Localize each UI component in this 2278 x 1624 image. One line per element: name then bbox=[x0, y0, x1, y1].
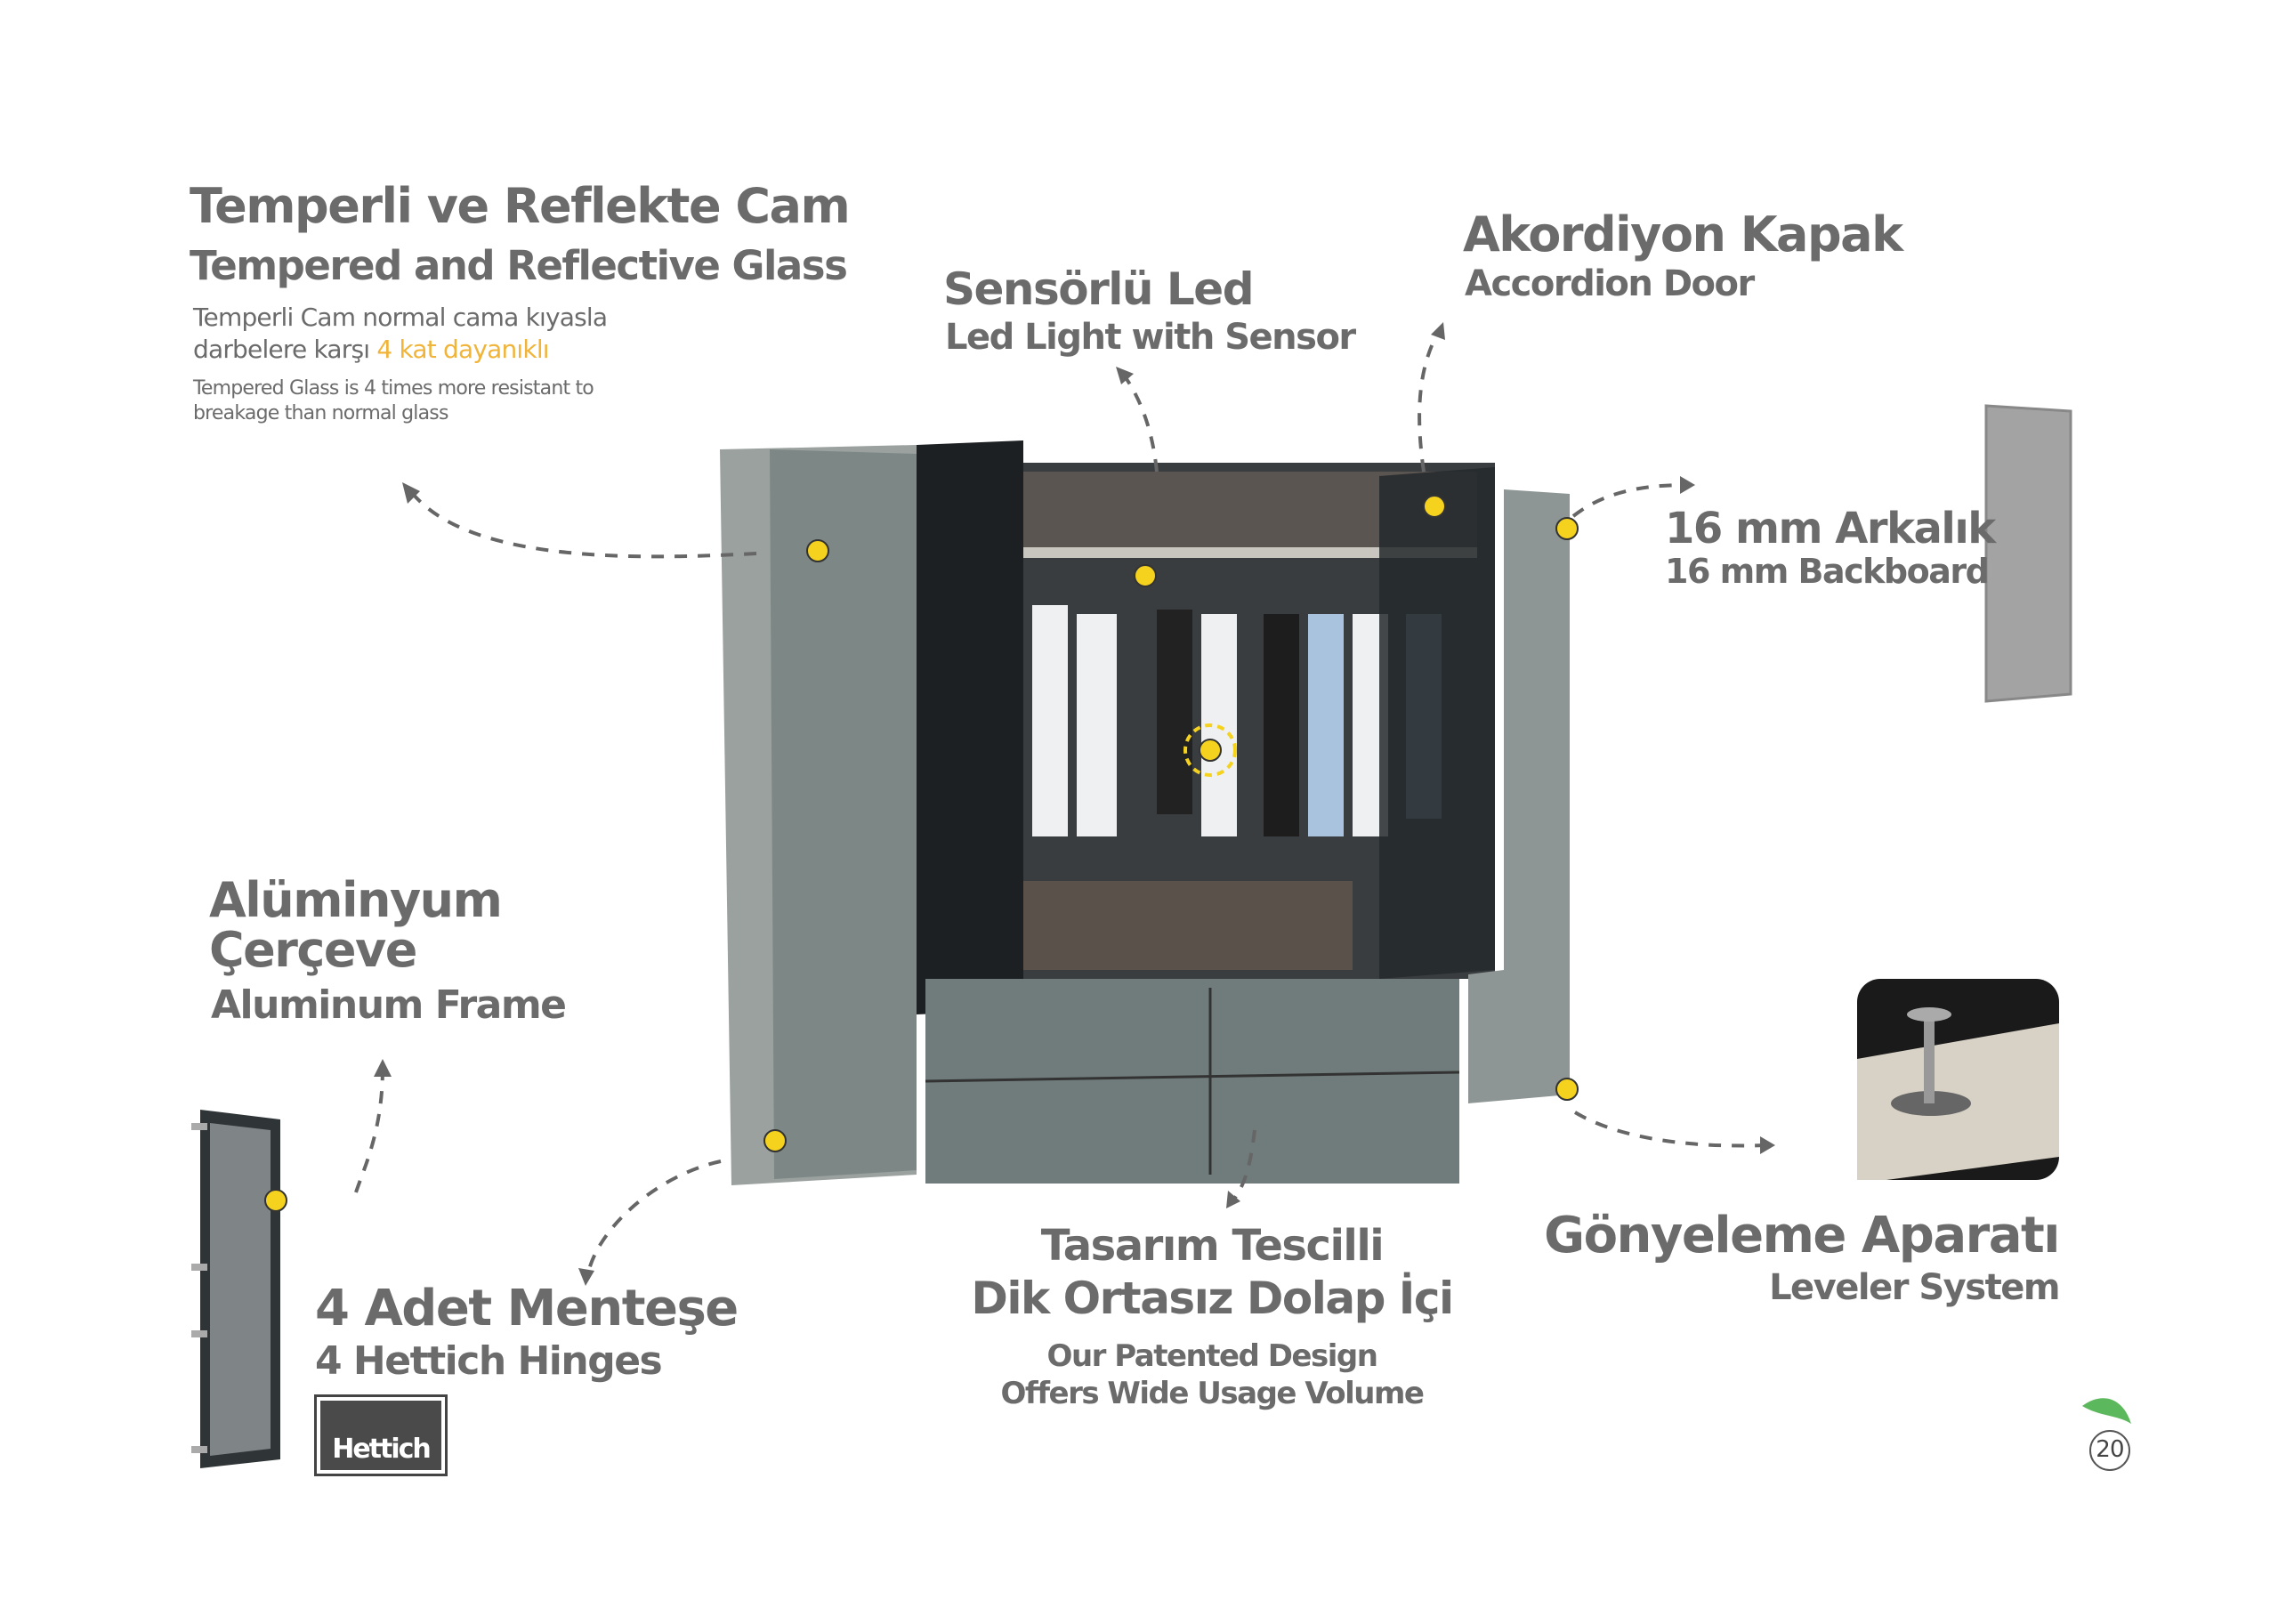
leveler-title-tr: Gönyeleme Aparatı bbox=[1544, 1207, 2060, 1264]
design-desc-en-1: Our Patented Design bbox=[1046, 1338, 1378, 1374]
glass-highlight: 4 kat dayanıklı bbox=[376, 335, 549, 364]
hinges-title-en: 4 Hettich Hinges bbox=[315, 1338, 663, 1384]
design-title-tr-1: Tasarım Tescilli bbox=[1040, 1221, 1385, 1271]
page-number-circle bbox=[2089, 1430, 2130, 1471]
glass-desc-en-2: breakage than normal glass bbox=[193, 402, 448, 424]
door-title-tr: Akordiyon Kapak bbox=[1463, 206, 1903, 263]
hinges-title-tr: 4 Adet Menteşe bbox=[315, 1280, 739, 1337]
glass-title-en: Tempered and Reflective Glass bbox=[190, 242, 848, 289]
frame-title-en: Aluminum Frame bbox=[211, 982, 567, 1028]
design-desc-en-2: Offers Wide Usage Volume bbox=[1000, 1376, 1425, 1411]
wardrobe-image bbox=[720, 440, 1570, 1185]
glass-title-tr: Temperli ve Reflekte Cam bbox=[190, 178, 851, 234]
door-title-en: Accordion Door bbox=[1465, 263, 1755, 304]
aluminum-frame-image bbox=[191, 1110, 280, 1468]
glass-desc-tr-2: darbelere karşı 4 kat dayanıklı bbox=[193, 335, 550, 364]
backboard-title-en: 16 mm Backboard bbox=[1665, 552, 1990, 591]
leveler-title-en: Leveler System bbox=[1769, 1267, 2060, 1308]
led-title-en: Led Light with Sensor bbox=[945, 317, 1356, 358]
arrowheads bbox=[374, 322, 1775, 1286]
leveler-photo bbox=[1857, 979, 2059, 1180]
frame-title-tr-2: Çerçeve bbox=[209, 922, 417, 978]
design-title-tr-2: Dik Ortasız Dolap İçi bbox=[971, 1273, 1454, 1324]
callout-arrows bbox=[354, 328, 1767, 1278]
hotspot-dots[interactable] bbox=[264, 495, 1579, 1212]
backboard-title-tr: 16 mm Arkalık bbox=[1665, 504, 1996, 553]
backboard-panel-image bbox=[1984, 404, 2072, 703]
leaf-icon bbox=[2082, 1398, 2131, 1424]
glass-desc-tr-1: Temperli Cam normal cama kıyasla bbox=[193, 303, 608, 332]
hettich-logo: Hettich bbox=[314, 1394, 448, 1476]
led-title-tr: Sensörlü Led bbox=[943, 263, 1255, 315]
page-number: 20 bbox=[2096, 1436, 2124, 1463]
glass-desc-en-1: Tempered Glass is 4 times more resistant… bbox=[193, 377, 594, 400]
frame-title-tr-1: Alüminyum bbox=[209, 872, 503, 928]
